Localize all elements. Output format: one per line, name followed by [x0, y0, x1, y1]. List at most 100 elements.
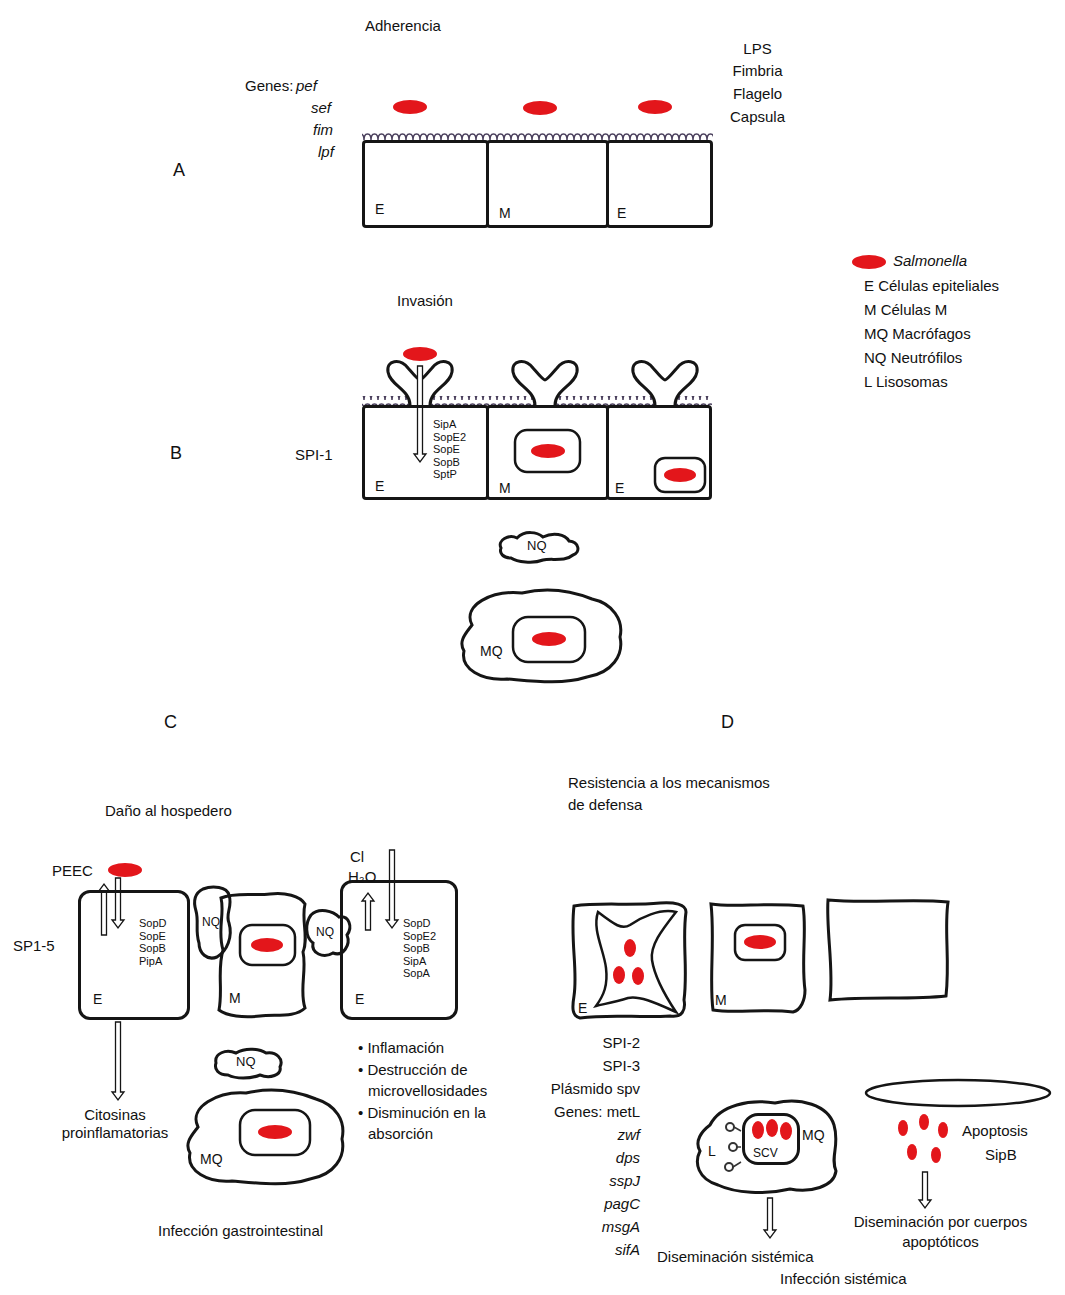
salmonella-cell: [523, 101, 557, 115]
annotation-label: Flagelo: [715, 85, 800, 103]
annotation-label: Genes:: [245, 77, 293, 95]
legend-holder: L Lisosomas: [864, 373, 948, 391]
epithelial-cell: ESipA SopE2 SopE SopB SptP: [362, 405, 489, 500]
vacuole: [240, 925, 295, 965]
legend-holder: MQ Macrófagos: [864, 325, 971, 343]
salmonella-cell: [752, 1121, 764, 1139]
cell-label: MQ: [480, 643, 503, 660]
text-holder: E: [617, 205, 626, 222]
cell-label: E: [375, 201, 384, 218]
label-holder: Invasión: [397, 292, 453, 310]
m-cell: M: [486, 405, 609, 500]
salmonella-cell: [638, 100, 672, 114]
text-holder: NQ: [527, 538, 547, 554]
legend-holder: M Células M: [864, 301, 947, 319]
text-holder: M: [499, 480, 511, 497]
annotation-label: D: [721, 712, 734, 734]
salmonella-cell: [531, 444, 565, 458]
dissemination-arrow: [919, 1172, 931, 1208]
legend-text: NQ Neutrófilos: [864, 349, 962, 367]
cell-label: M: [715, 992, 727, 1009]
salmonella-cell: [632, 967, 644, 985]
salmonella-cell: [919, 1114, 929, 1130]
legend-text: E Células epiteliales: [864, 277, 999, 295]
annotation-label: • Inflamación: [358, 1037, 508, 1058]
annotation-label: lpf: [318, 143, 334, 161]
salmonella-cell: [780, 1122, 792, 1140]
salmonella-cell: [931, 1147, 941, 1163]
label-holder: Citosinas proinflamatorias: [40, 1106, 190, 1142]
salmonella-cell: [938, 1122, 948, 1138]
vacuole: [240, 1110, 310, 1155]
text-holder: E: [93, 991, 102, 1008]
effector-list: SopD SopE2 SopB SipA SopA: [403, 917, 445, 980]
macrophage-outline: [452, 585, 627, 685]
annotation-label: PEEC: [52, 862, 93, 880]
annotation-label: Adherencia: [365, 17, 441, 35]
cell-label: M: [229, 990, 241, 1007]
secretion-arrow: [362, 893, 374, 930]
legend-text: MQ Macrófagos: [864, 325, 971, 343]
text-holder: M: [715, 992, 727, 1009]
label-holder: Genes: metL: [480, 1103, 640, 1121]
text-holder: NQ: [236, 1054, 256, 1070]
annotation-label: LPS: [715, 40, 800, 58]
cell-label: NQ: [527, 538, 547, 554]
vacuole: [513, 617, 585, 662]
salmonella-cell: [624, 939, 636, 957]
annotation-label: Citosinas proinflamatorias: [40, 1106, 190, 1142]
salmonella-cell: [532, 632, 566, 646]
label-holder: Resistencia a los mecanismos de defensa: [568, 772, 783, 816]
cell-label: E: [93, 991, 102, 1008]
label-holder: Diseminación por cuerpos apoptóticos: [823, 1212, 1058, 1252]
salmonella-cell: [766, 1119, 778, 1137]
label-holder: lpf: [318, 143, 334, 161]
legend-holder: E Células epiteliales: [864, 277, 999, 295]
lysosome: [725, 1163, 733, 1171]
neutrophil: NQ: [495, 528, 583, 564]
label-holder: Plásmido spv: [480, 1080, 640, 1098]
annotation-label: sifA: [480, 1241, 640, 1259]
dissemination-arrow: [764, 1198, 776, 1238]
macrophage: MQ: [180, 1085, 345, 1190]
label-holder: SipB: [985, 1146, 1017, 1164]
cell-label: E: [375, 478, 384, 495]
cell-label: NQ: [236, 1054, 256, 1070]
m-cell: M: [486, 140, 609, 228]
label-holder: • Inflamación: [358, 1037, 508, 1058]
text-holder: E: [578, 1000, 587, 1017]
macrophage-outline: [180, 1085, 345, 1190]
annotation-label: Invasión: [397, 292, 453, 310]
salmonella-cell: [898, 1120, 908, 1136]
salmonella-cell: [251, 938, 283, 952]
text-holder: SCV: [753, 1146, 778, 1160]
text-holder: E: [375, 478, 384, 495]
cell-label: MQ: [200, 1151, 223, 1168]
text-holder: NQ: [202, 915, 220, 929]
legend-text: Salmonella: [893, 252, 967, 270]
macrophage: MQ: [452, 585, 627, 685]
label-holder: sef: [311, 99, 331, 117]
text-holder: NQ: [316, 925, 334, 939]
text-holder: SopD SopE SopB PipA: [139, 917, 179, 967]
injection-arrow: [112, 878, 124, 928]
vacuole: [515, 430, 580, 472]
apoptotic-body: [866, 1080, 1050, 1106]
label-holder: SPI-3: [480, 1057, 640, 1075]
epithelial-cell: ESopD SopE2 SopB SipA SopA: [340, 880, 458, 1020]
legend-swatch: [852, 255, 886, 269]
lysosome: [726, 1123, 734, 1131]
label-holder: LPS: [715, 40, 800, 58]
epithelial-cell: [828, 900, 948, 1000]
cell-label: M: [499, 480, 511, 497]
text-holder: E: [615, 480, 624, 497]
membrane-ruffle: [633, 362, 697, 405]
m-cell: M: [705, 900, 810, 1015]
macrophage-outline: [462, 590, 621, 682]
salmonella-cell: [907, 1144, 917, 1160]
annotation-label: SPI-2: [480, 1034, 640, 1052]
injection-arrow: [414, 366, 426, 462]
text-holder: L: [708, 1143, 716, 1160]
m-cell-outline: [219, 893, 305, 1016]
annotation-label: fim: [313, 121, 333, 139]
